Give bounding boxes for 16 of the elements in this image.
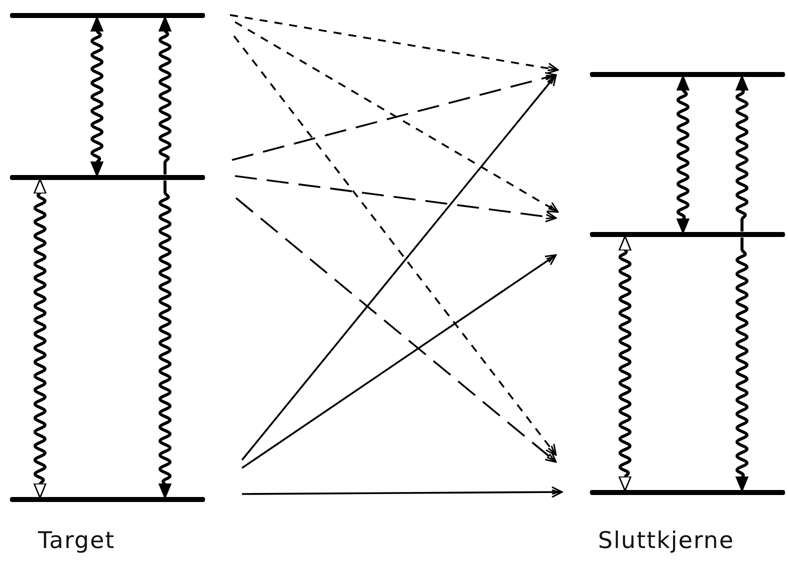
wavy-arrow [158,16,172,175]
wavy-arrow [735,76,749,232]
wavy-arrow [158,180,172,498]
wavy-arrow [33,178,47,498]
energy-level-line [590,232,785,237]
energy-level-line [590,72,785,77]
energy-level-line [10,13,205,18]
wavy-arrow [90,16,104,176]
level-scheme-label: Sluttkjerne [598,528,734,554]
energy-level-line [590,490,785,495]
wavy-arrow [618,236,632,492]
energy-level-line [10,175,205,180]
wavy-arrow [676,76,690,234]
level-scheme-label: Target [38,528,116,554]
energy-level-line [10,497,205,502]
wavy-arrow [735,237,749,492]
